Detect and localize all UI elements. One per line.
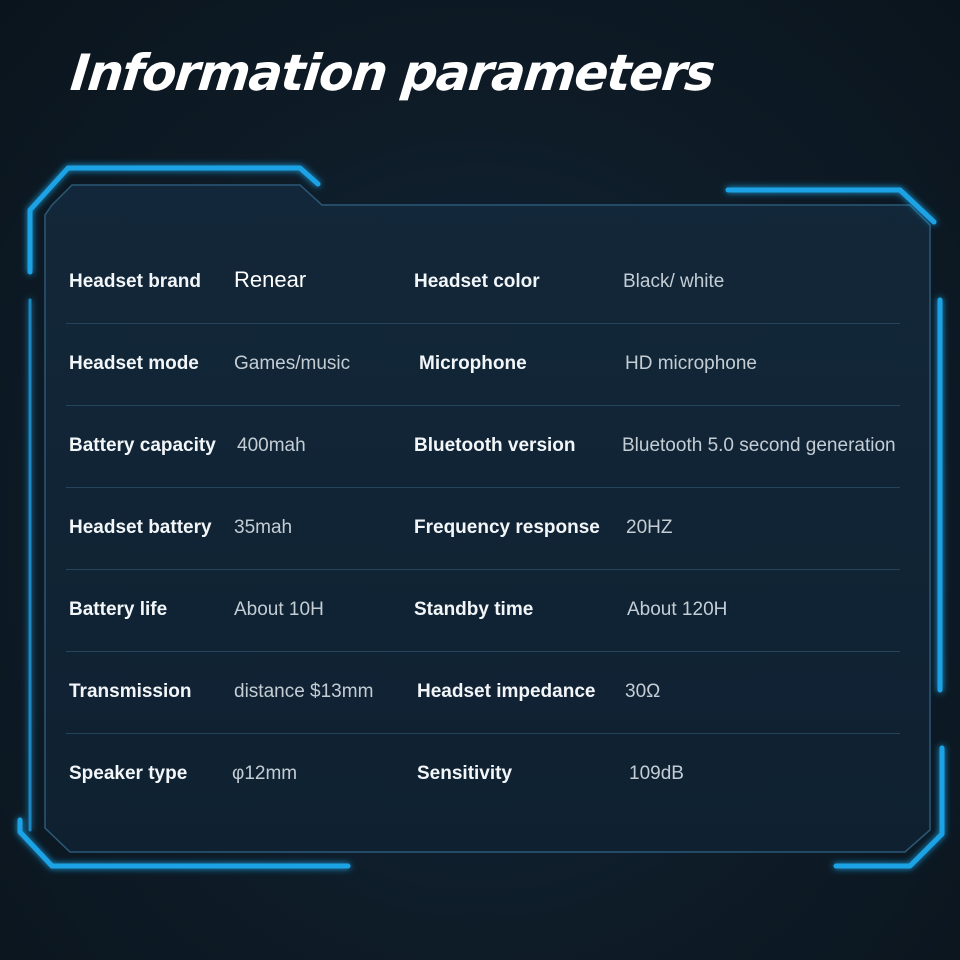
frame-bottom-right [833, 745, 945, 869]
spec-value: 30Ω [625, 681, 661, 702]
spec-value: Black/ white [623, 271, 725, 292]
spec-label: Sensitivity [417, 763, 513, 784]
spec-label: Battery capacity [69, 435, 216, 456]
spec-value: distance $13mm [234, 681, 374, 702]
spec-label: Bluetooth version [414, 435, 576, 456]
spec-value: 35mah [234, 517, 293, 538]
spec-value: 109dB [629, 763, 684, 784]
spec-row: Speaker type φ12mm Sensitivity 109dB [66, 734, 900, 815]
spec-label: Microphone [419, 353, 527, 374]
frame-top-left [27, 165, 321, 275]
spec-row: Headset brand Renear Headset color Black… [66, 242, 900, 324]
brand-value: Renear [234, 267, 307, 292]
spec-value: About 10H [234, 599, 324, 620]
spec-row: Headset battery 35mah Frequency response… [66, 488, 900, 570]
spec-table: Headset brand Renear Headset color Black… [66, 242, 900, 815]
panel-body [44, 184, 931, 853]
spec-row: Transmission distance $13mm Headset impe… [66, 652, 900, 734]
spec-row: Battery capacity 400mah Bluetooth versio… [66, 406, 900, 488]
spec-value: 400mah [237, 435, 306, 456]
spec-label: Headset battery [69, 517, 212, 538]
spec-label: Frequency response [414, 517, 600, 538]
spec-label: Standby time [414, 599, 534, 620]
frame-top-right [725, 187, 937, 225]
spec-label: Speaker type [69, 763, 188, 784]
spec-value: φ12mm [232, 763, 298, 784]
spec-value: Bluetooth 5.0 second generation [622, 435, 896, 456]
spec-value: Games/music [234, 353, 351, 374]
spec-value: About 120H [627, 599, 728, 620]
spec-label: Headset color [414, 271, 540, 292]
frame-bottom-left [17, 817, 351, 869]
spec-label: Headset impedance [417, 681, 596, 702]
spec-row: Headset mode Games/music Microphone HD m… [66, 324, 900, 406]
spec-row: Battery life About 10H Standby time Abou… [66, 570, 900, 652]
spec-value: HD microphone [625, 353, 757, 374]
spec-label: Battery life [69, 599, 168, 620]
spec-label: Transmission [69, 681, 192, 702]
spec-label: Headset brand [69, 271, 201, 292]
spec-value: 20HZ [626, 517, 673, 538]
spec-label: Headset mode [69, 353, 199, 374]
